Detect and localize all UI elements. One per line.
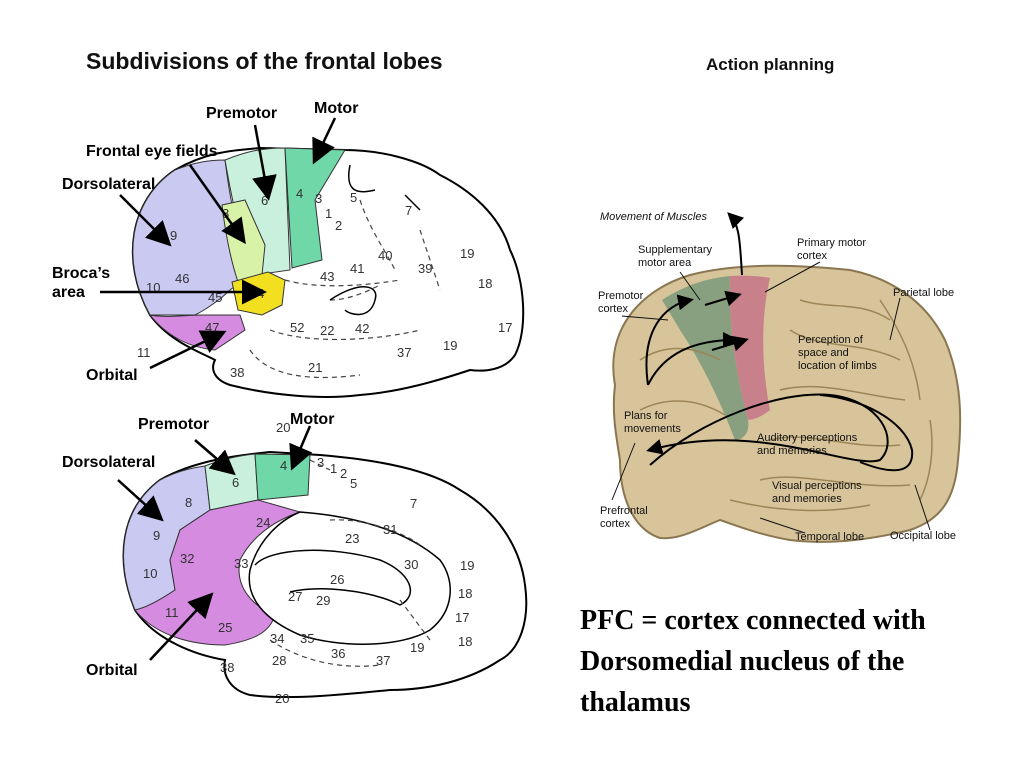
parietal-lobe-label: Parietal lobe [893, 287, 955, 299]
lateral-area-number: 4 [296, 186, 303, 201]
prefrontal-cortex-label: Prefrontal cortex [600, 505, 648, 530]
medial-area-number: 23 [345, 531, 359, 546]
medial-area-number: 19 [410, 640, 424, 655]
medial-dorsolateral-label: Dorsolateral [62, 454, 156, 471]
medial-area-number: 3 [317, 455, 324, 470]
medial-area-number: 20 [275, 691, 289, 706]
medial-area-number: 2 [340, 466, 347, 481]
medial-orbital-label: Orbital [86, 662, 138, 679]
pfc-premotor-band [662, 276, 749, 440]
medial-area-number: 8 [185, 495, 192, 510]
medial-area-number: 28 [272, 653, 286, 668]
lateral-area-number: 52 [290, 320, 304, 335]
premotor-cortex-label: Premotor cortex [598, 290, 644, 315]
medial-area-number: 32 [180, 551, 194, 566]
medial-area-number: 25 [218, 620, 232, 635]
medial-area-number: 17 [455, 610, 469, 625]
lateral-area-number: 19 [460, 246, 474, 261]
lateral-motor-label: Motor [314, 100, 359, 117]
lateral-area-number: 37 [397, 345, 411, 360]
lateral-area-number: 42 [355, 321, 369, 336]
lateral-area-number: 41 [350, 261, 364, 276]
medial-area-number: 36 [331, 646, 345, 661]
medial-area-number: 27 [288, 589, 302, 604]
lateral-area-number: 1 [325, 206, 332, 221]
medial-area-number: 33 [234, 556, 248, 571]
primary-motor-cortex-label: Primary motor cortex [797, 237, 867, 262]
lateral-area-number: 22 [320, 323, 334, 338]
medial-area-number: 30 [404, 557, 418, 572]
pfc-motor-band [729, 275, 770, 420]
lateral-area-number: 47 [205, 320, 219, 335]
lateral-dorsolateral-label: Dorsolateral [62, 176, 156, 193]
lateral-area-number: 40 [378, 248, 392, 263]
medial-area-number: 38 [220, 660, 234, 675]
medial-area-number: 5 [350, 476, 357, 491]
lateral-area-number: 38 [230, 365, 244, 380]
medial-area-number: 1 [330, 461, 337, 476]
auditory-perceptions-label: Auditory perceptions and memories [757, 432, 858, 457]
lateral-frontal-eye-fields-label: Frontal eye fields [86, 143, 218, 160]
lateral-area-number: 43 [320, 269, 334, 284]
medial-area-number: 37 [376, 653, 390, 668]
lateral-area-number: 11 [137, 345, 151, 360]
medial-area-number: 31 [383, 522, 397, 537]
lateral-area-number: 7 [405, 203, 412, 218]
medial-area-number: 6 [232, 475, 239, 490]
pfc-caption: PFC = cortex connected with Dorsomedial … [580, 605, 926, 718]
medial-orbital-cingulate-region [134, 499, 302, 646]
medial-area-number: 29 [316, 593, 330, 608]
lateral-area-number: 39 [418, 261, 432, 276]
lateral-area-number: 21 [308, 360, 322, 375]
medial-area-number: 19 [460, 558, 474, 573]
supplementary-motor-area-label: Supplementary motor area [638, 244, 712, 269]
plans-for-movements-label: Plans for movements [624, 410, 681, 435]
medial-area-number: 26 [330, 572, 344, 587]
movement-of-muscles-label: Movement of Muscles [600, 211, 707, 223]
lateral-area-number: 45 [208, 290, 222, 305]
medial-area-number: 35 [300, 631, 314, 646]
medial-motor-label: Motor [290, 411, 335, 428]
lateral-area-number: 44 [250, 286, 264, 301]
temporal-lobe-label: Temporal lobe [795, 531, 865, 543]
lateral-area-number: 20 [276, 420, 290, 435]
medial-area-number: 11 [165, 605, 179, 620]
medial-area-number: 4 [280, 458, 287, 473]
visual-perceptions-label: Visual perceptions and memories [772, 480, 862, 505]
lateral-area-number: 3 [315, 191, 322, 206]
lateral-area-number: 5 [350, 190, 357, 205]
lateral-area-number: 17 [498, 320, 512, 335]
lateral-premotor-label: Premotor [206, 105, 278, 122]
lateral-area-number: 2 [335, 218, 342, 233]
lateral-brocas-area-label: Broca’s area [52, 265, 111, 301]
occipital-lobe-label: Occipital lobe [890, 530, 957, 542]
medial-area-number: 18 [458, 586, 472, 601]
medial-area-number: 34 [270, 631, 284, 646]
lateral-area-number: 9 [170, 228, 177, 243]
medial-area-number: 9 [153, 528, 160, 543]
lateral-area-number: 19 [443, 338, 457, 353]
medial-premotor-label: Premotor [138, 416, 210, 433]
lateral-orbital-label: Orbital [86, 367, 138, 384]
page-title: Subdivisions of the frontal lobes [86, 48, 443, 74]
section-subtitle: Action planning [706, 55, 835, 74]
lateral-area-number: 46 [175, 271, 189, 286]
lateral-area-number: 18 [478, 276, 492, 291]
medial-area-number: 7 [410, 496, 417, 511]
medial-area-number: 24 [256, 515, 270, 530]
lateral-motor-region [284, 147, 346, 269]
medial-area-number: 18 [458, 634, 472, 649]
perception-space-label: Perception of space and location of limb… [798, 334, 877, 372]
medial-area-number: 10 [143, 566, 157, 581]
